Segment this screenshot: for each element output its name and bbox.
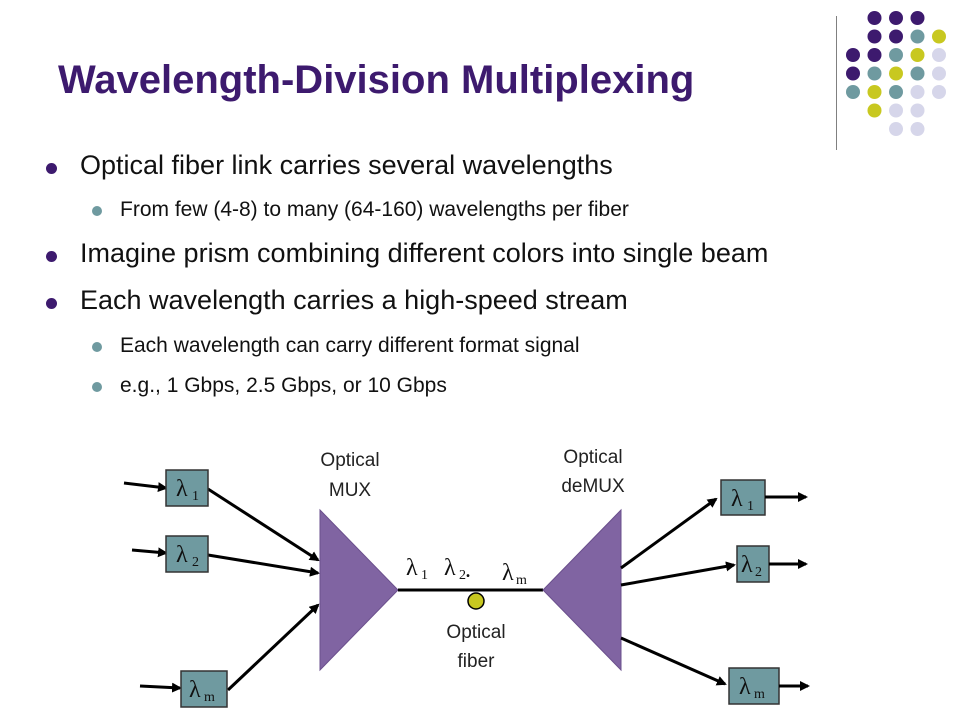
decorative-dot (910, 122, 925, 136)
demux-out-line-2 (620, 561, 736, 587)
mux-feed-line-1 (207, 487, 320, 562)
sub-bullet-item: Each wavelength can carry different form… (120, 334, 580, 357)
bullet-item: Each wavelength carries a high-speed str… (80, 285, 628, 315)
input-arrow-1 (123, 481, 168, 493)
decorative-dot (910, 48, 925, 62)
fiber-lambda-2-symbol: λ (444, 555, 456, 581)
sub-bullet-marker (92, 206, 102, 216)
output-lambda-1-symbol: λ (731, 486, 743, 512)
bullet-list: Optical fiber link carries several wavel… (46, 150, 769, 397)
demux-prism (542, 508, 622, 672)
decorative-dot (846, 48, 860, 62)
output-box-lambda-m (728, 667, 780, 705)
decorative-dot (910, 11, 925, 25)
mux-label-line2: MUX (329, 480, 372, 501)
decorative-dot (867, 29, 882, 44)
mux-feed-line-m (226, 603, 320, 692)
mux-label-line1: Optical (320, 450, 379, 471)
bullet-item: Optical fiber link carries several wavel… (80, 150, 613, 180)
bullet-marker (46, 251, 57, 262)
decorative-dot (846, 85, 860, 99)
decorative-dot (932, 29, 946, 44)
sub-bullet-marker (92, 382, 102, 392)
input-box-lambda-2 (165, 535, 209, 573)
output-box-lambda-2 (736, 545, 770, 583)
fiber-cross-section-dot (467, 592, 485, 610)
fiber-lambda-1-symbol: λ (406, 555, 418, 581)
fiber-lambda-1-subscript: 1 (421, 568, 428, 583)
decorative-dot (889, 48, 903, 62)
decorative-dot (846, 66, 860, 81)
input-lambda-2-symbol: λ (176, 542, 188, 568)
decorative-dot (867, 66, 882, 81)
demux-out-line-m (620, 636, 727, 686)
fiber-label-line2: fiber (458, 651, 496, 672)
sub-bullet-item: e.g., 1 Gbps, 2.5 Gbps, or 10 Gbps (120, 374, 447, 397)
decorative-dot (889, 66, 903, 81)
output-box-lambda-1 (720, 479, 766, 516)
fiber-ellipsis-dot: . (465, 557, 471, 583)
wdm-diagram: λ 1 λ 2 λ m Optical MUX λ 1 λ 2 . λ m Op… (123, 447, 810, 708)
decorative-dot-grid (846, 11, 946, 136)
decorative-dot (910, 29, 925, 44)
input-box-lambda-m (180, 670, 228, 708)
decorative-dot (867, 48, 882, 62)
demux-out-line-1 (620, 497, 718, 570)
decorative-dot (889, 11, 903, 25)
input-arrow-m (139, 682, 182, 693)
output-lambda-m-symbol: λ (739, 674, 751, 700)
decorative-dot (889, 103, 903, 118)
decorative-dot (932, 85, 946, 99)
decorative-dot (910, 85, 925, 99)
decorative-dot (889, 29, 903, 44)
decorative-dot (867, 11, 882, 25)
input-lambda-2-subscript: 2 (192, 555, 199, 570)
decorative-dot (867, 103, 882, 118)
decorative-dot (867, 85, 882, 99)
output-lambda-2-symbol: λ (741, 552, 753, 578)
decorative-dot (932, 48, 946, 62)
decorative-dot (910, 103, 925, 118)
input-lambda-m-symbol: λ (189, 677, 201, 703)
output-lambda-1-subscript: 1 (747, 499, 754, 514)
input-lambda-1-symbol: λ (176, 476, 188, 502)
input-arrow-2 (131, 547, 168, 558)
bullet-marker (46, 163, 57, 174)
slide-title: Wavelength-Division Multiplexing (58, 58, 695, 102)
input-box-lambda-1 (165, 469, 209, 507)
bullet-marker (46, 298, 57, 309)
output-lambda-m-subscript: m (754, 687, 765, 702)
fiber-lambda-m-subscript: m (516, 573, 527, 588)
title-divider-line (836, 16, 837, 150)
fiber-label-line1: Optical (446, 622, 505, 643)
decorative-dot (932, 66, 946, 81)
bullet-item: Imagine prism combining different colors… (80, 238, 769, 268)
fiber-lambda-2-subscript: 2 (459, 568, 466, 583)
sub-bullet-item: From few (4-8) to many (64-160) waveleng… (120, 198, 629, 221)
mux-prism (319, 508, 399, 672)
mux-feed-line-2 (207, 553, 320, 577)
decorative-dot (889, 122, 903, 136)
decorative-dot (889, 85, 903, 99)
demux-label-line2: deMUX (561, 476, 625, 497)
output-lambda-2-subscript: 2 (755, 565, 762, 580)
input-lambda-m-subscript: m (204, 690, 215, 705)
sub-bullet-marker (92, 342, 102, 352)
decorative-dot (910, 66, 925, 81)
demux-label-line1: Optical (563, 447, 622, 468)
input-lambda-1-subscript: 1 (192, 489, 199, 504)
fiber-lambda-m-symbol: λ (502, 560, 514, 586)
